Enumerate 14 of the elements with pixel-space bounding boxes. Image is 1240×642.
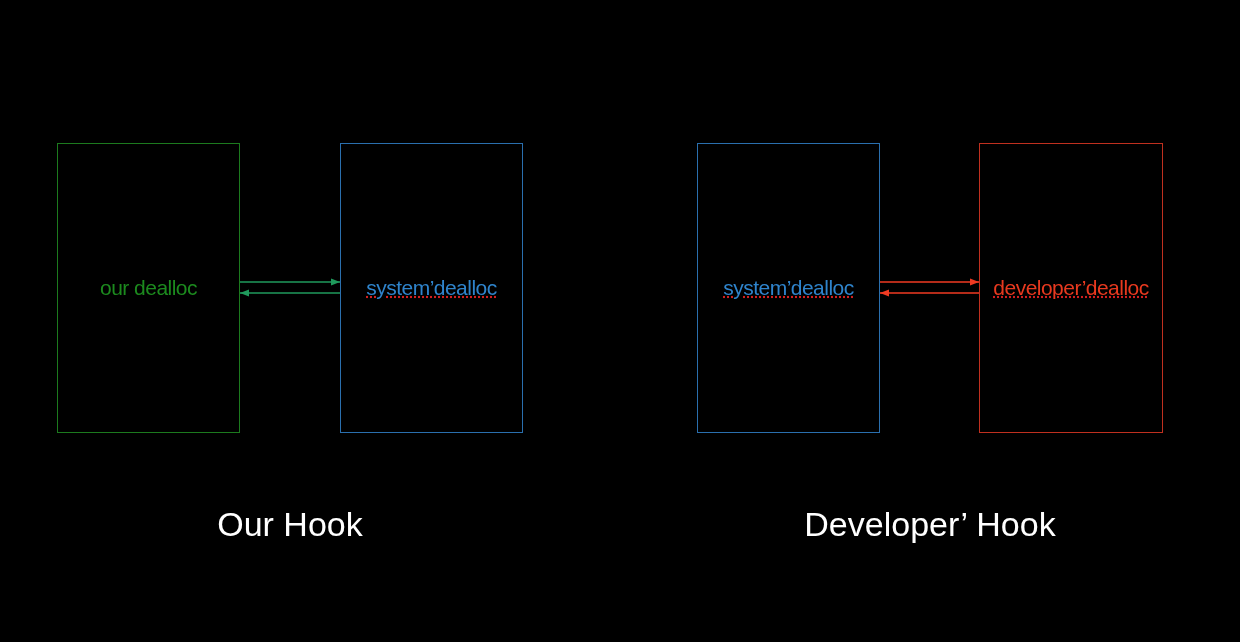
- process-box: [979, 143, 1163, 433]
- process-box: [57, 143, 240, 433]
- box-label: system’dealloc: [723, 274, 854, 301]
- box-label: developer’dealloc: [993, 274, 1149, 301]
- box-label: system’dealloc: [366, 274, 497, 301]
- process-box: [697, 143, 880, 433]
- arrow: [239, 278, 341, 286]
- arrow: [239, 289, 341, 297]
- box-label: our dealloc: [100, 274, 197, 301]
- arrow: [879, 289, 980, 297]
- process-box: [340, 143, 523, 433]
- group-caption: Our Hook: [217, 507, 363, 541]
- arrow: [879, 278, 980, 286]
- group-caption: Developer’ Hook: [804, 507, 1056, 541]
